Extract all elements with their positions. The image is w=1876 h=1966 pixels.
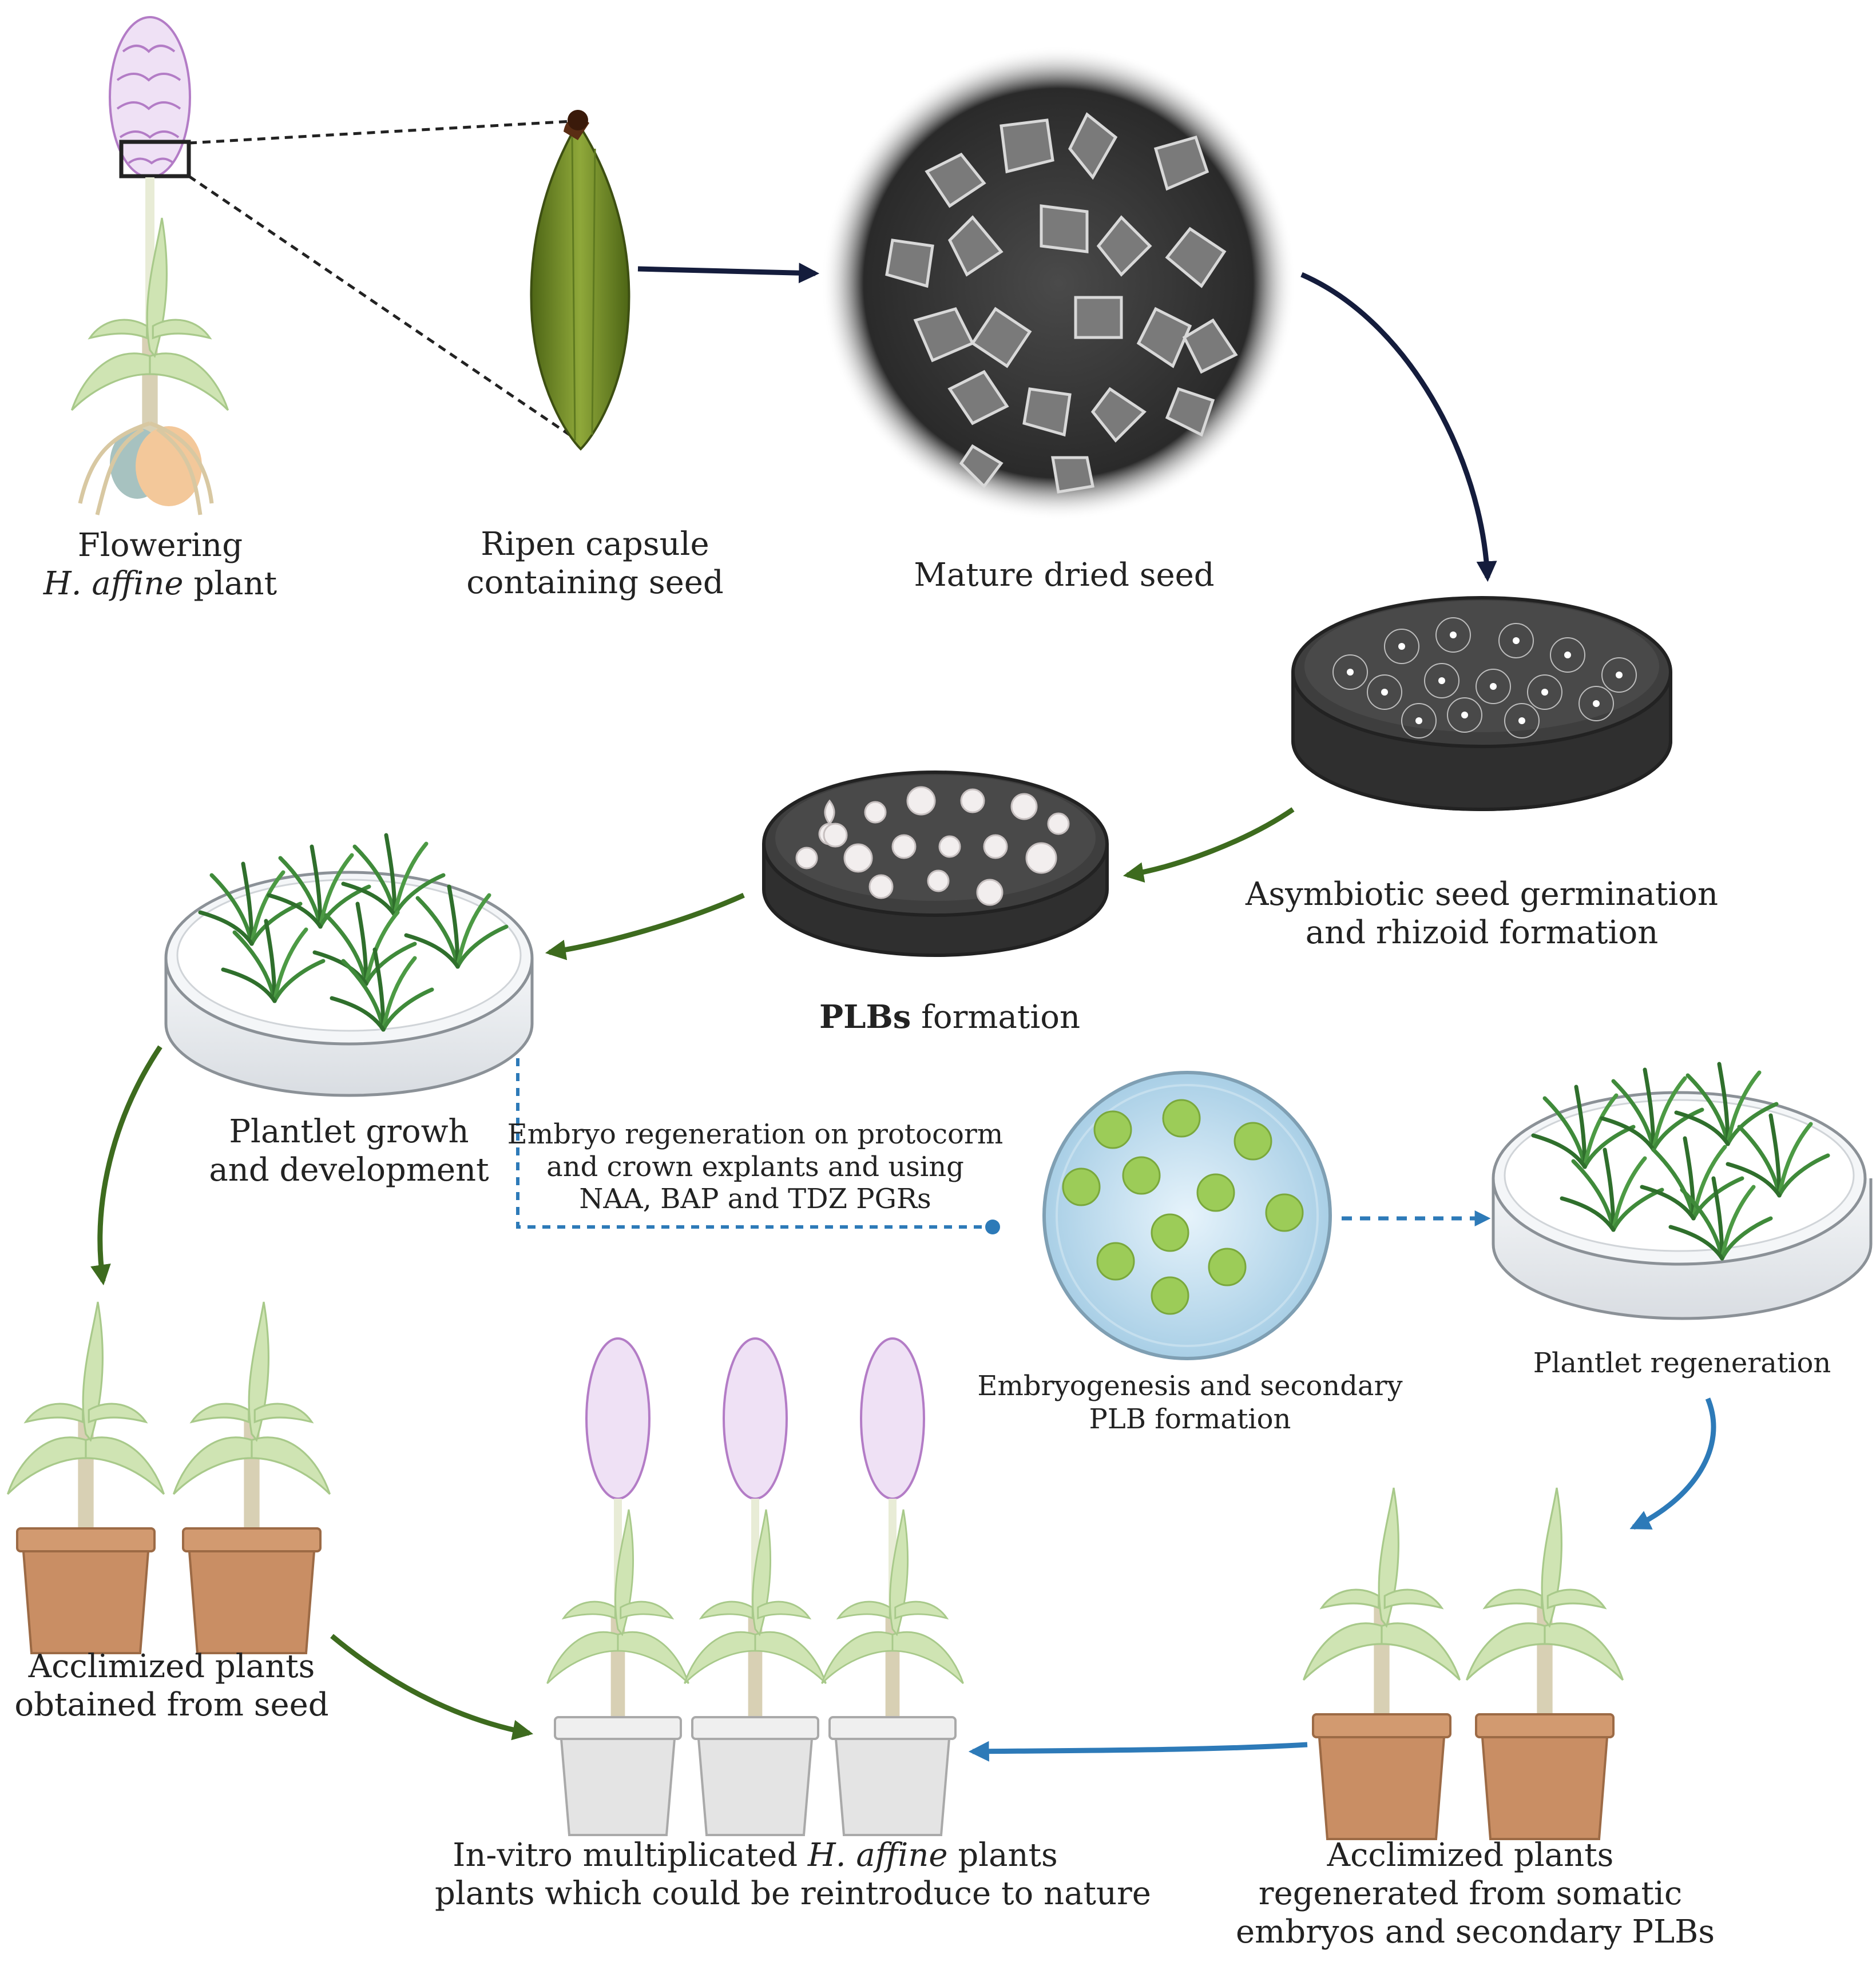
accl-seed-line2: obtained from seed (14, 1686, 329, 1724)
embryogenesis-line1: Embryogenesis and secondary (977, 1370, 1403, 1402)
label-plantlet-growth: Plantlet growh and development (195, 1113, 503, 1189)
invitro-line1: In-vitro multiplicated H. affine plants (435, 1836, 1076, 1874)
invitro-plants (548, 1337, 963, 1836)
label-mature-seed: Mature dried seed (881, 556, 1247, 594)
regen-line: Plantlet regeneration (1533, 1347, 1831, 1379)
invitro-pre: In-vitro multiplicated (453, 1837, 798, 1874)
label-acclimized-seed: Acclimized plants obtained from seed (11, 1647, 332, 1724)
arrow-plantlet-to-acclimized (90, 1045, 162, 1286)
arrow-germination-to-plb (1123, 807, 1295, 883)
capsule-line2: containing seed (466, 564, 724, 602)
label-plbs: PLBs formation (801, 998, 1098, 1036)
label-capsule: Ripen capsule containing seed (446, 525, 744, 602)
asym-line2: and rhizoid formation (1305, 914, 1659, 952)
flowering-line2: H. affine plant (23, 565, 298, 603)
embryogenesis-dish (1042, 1071, 1332, 1360)
plantlet-line1: Plantlet growh (229, 1113, 469, 1150)
mature-seed-sem-image (821, 46, 1296, 521)
plbs-rest: formation (921, 999, 1081, 1036)
flower-spike (109, 16, 191, 178)
acclimized-somatic-plants (1304, 1488, 1623, 1840)
label-invitro-plants: In-vitro multiplicated H. affine plants … (435, 1836, 1151, 1913)
arrow-seed-to-germination (1300, 272, 1497, 582)
plbs-bold: PLBs (819, 998, 911, 1036)
embryo-line1: Embryo regeneration on protocorm (507, 1118, 1004, 1150)
label-asymbiotic: Asymbiotic seed germination and rhizoid … (1236, 875, 1728, 952)
plantlet-regeneration-dish (1492, 1064, 1873, 1320)
flowering-plant-illustration (72, 16, 228, 515)
invitro-post: plants (958, 1837, 1058, 1874)
label-flowering-plant: Flowering H. affine plant (23, 526, 298, 603)
flowering-line1: Flowering (77, 527, 243, 564)
tuber-roots (78, 421, 214, 515)
plantlet-growth-dish (164, 835, 534, 1097)
arrow-somatic-to-invitro (968, 1741, 1308, 1762)
label-embryo-regeneration: Embryo regeneration on protocorm and cro… (503, 1118, 1007, 1216)
embryogenesis-line2: PLB formation (1089, 1403, 1291, 1435)
arrow-plb-to-plantlet (545, 892, 745, 960)
embryo-line2: and crown explants and using (546, 1150, 964, 1183)
arrow-regeneration-to-acclimized (1629, 1397, 1716, 1530)
invitro-species: H. affine (807, 1837, 948, 1874)
accl-seed-line1: Acclimized plants (28, 1648, 315, 1685)
arrow-capsule-to-seed (637, 263, 820, 284)
embryo-line3: NAA, BAP and TDZ PGRs (579, 1183, 931, 1216)
seed-line: Mature dried seed (914, 557, 1215, 594)
plb-dish (762, 770, 1109, 957)
asym-line1: Asymbiotic seed germination (1245, 876, 1719, 913)
dashed-link-to-embryogenesis (516, 1058, 990, 1229)
accl-somatic-line2: regenerated from somatic (1258, 1875, 1683, 1913)
label-acclimized-somatic: Acclimized plants regenerated from somat… (1236, 1836, 1715, 1952)
arrow-acclimized-to-invitro (330, 1634, 534, 1741)
plantlet-line2: and development (209, 1151, 489, 1189)
flowering-plant-word: plant (193, 565, 277, 603)
label-embryogenesis: Embryogenesis and secondary PLB formatio… (967, 1370, 1413, 1436)
species-name: H. affine (43, 565, 184, 603)
accl-somatic-line3: embryos and secondary PLBs (1236, 1913, 1715, 1951)
germination-dish (1291, 596, 1672, 811)
dashed-link-dot (985, 1220, 1000, 1234)
zoom-line-bottom (188, 174, 579, 442)
accl-somatic-line1: Acclimized plants (1327, 1837, 1614, 1874)
label-plantlet-regeneration: Plantlet regeneration (1499, 1347, 1865, 1380)
capsule-line1: Ripen capsule (481, 526, 709, 563)
zoom-box (119, 140, 191, 178)
zoom-line-top (188, 120, 573, 145)
acclimized-seed-plants (8, 1302, 330, 1654)
invitro-line2: plants which could be reintroduce to nat… (435, 1875, 1151, 1913)
ripen-capsule-illustration (530, 110, 630, 451)
